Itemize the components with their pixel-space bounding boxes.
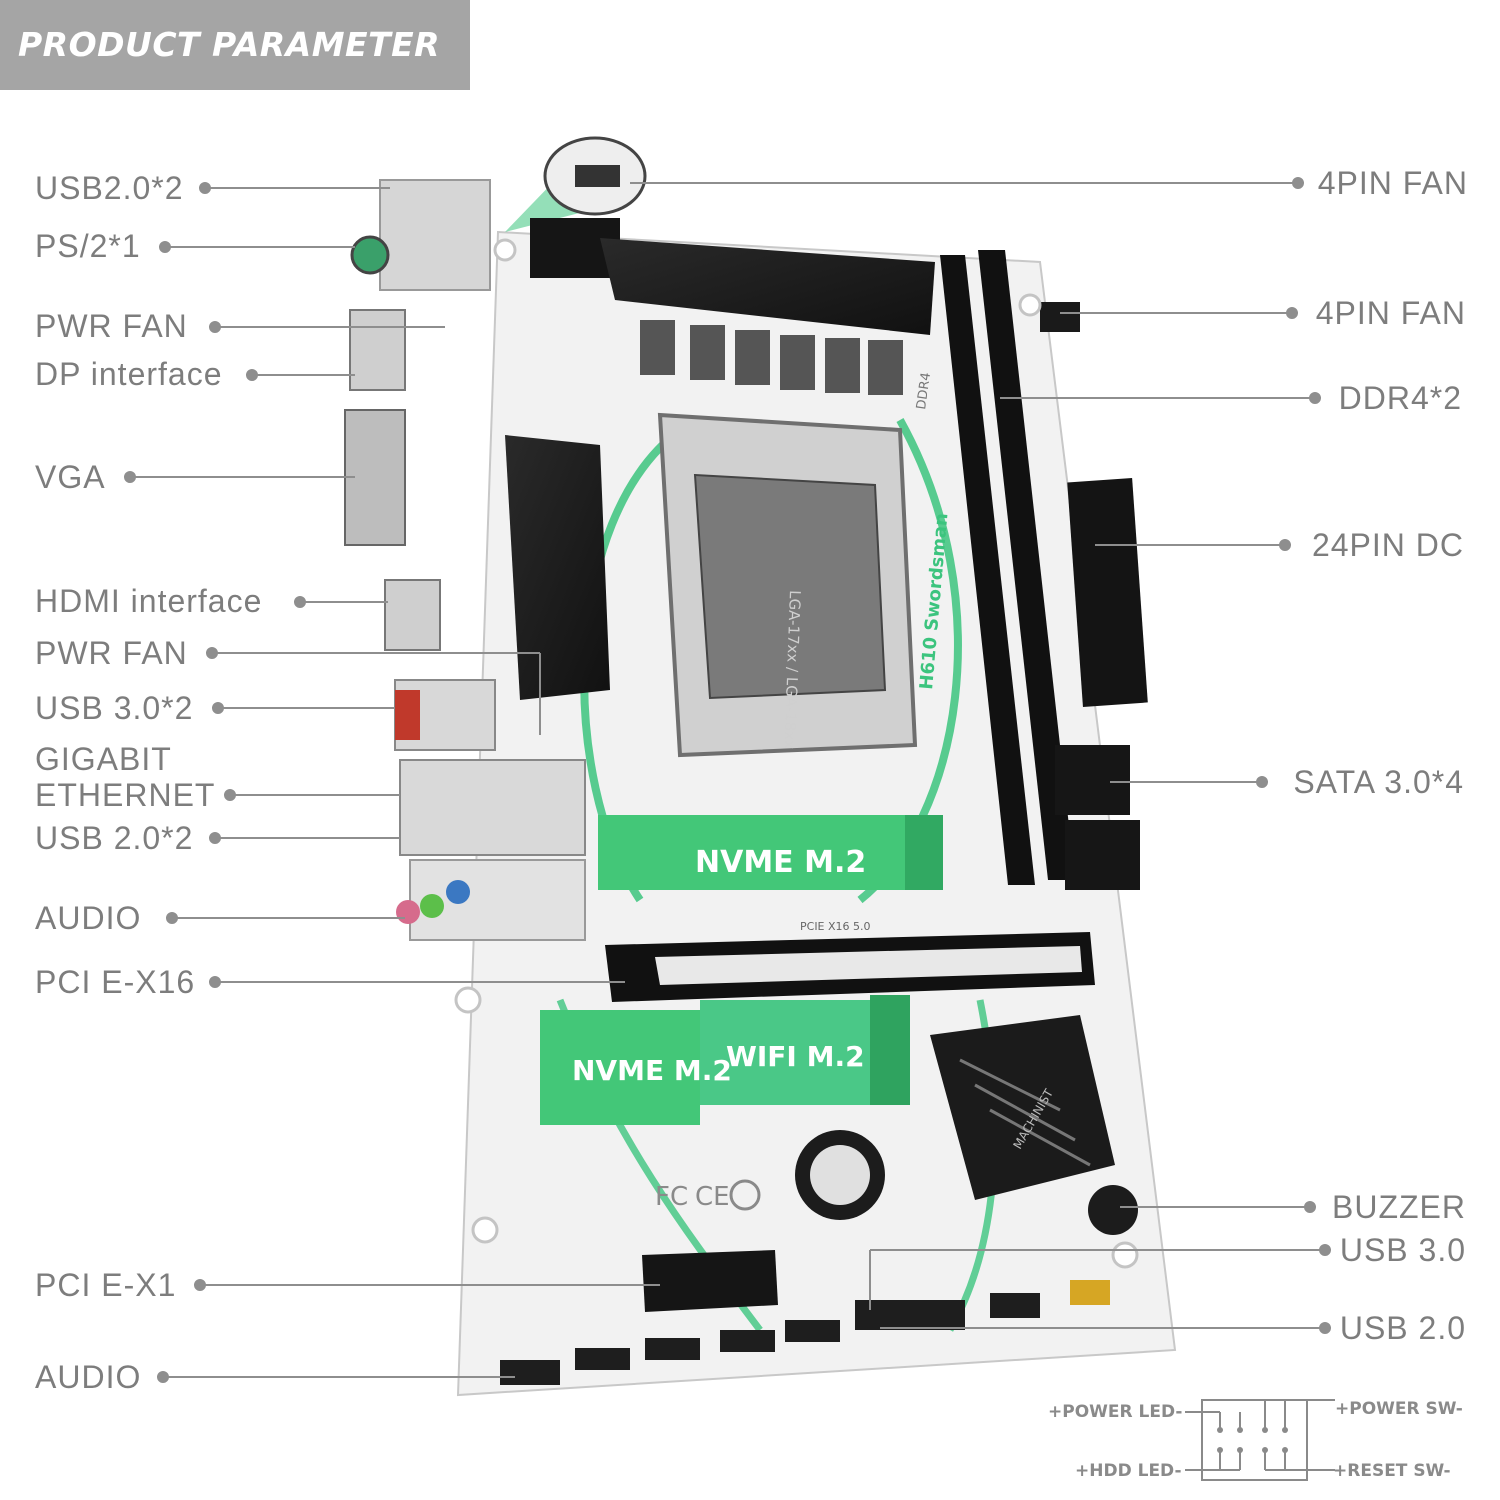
- label-usb3-header: USB 3.0: [1339, 1232, 1466, 1268]
- svg-text:FC: FC: [655, 1182, 688, 1212]
- label-buzzer: BUZZER: [1332, 1189, 1466, 1225]
- hdmi-port: [384, 579, 441, 651]
- sata-upper: [1055, 745, 1130, 815]
- audio-header: [500, 1360, 560, 1385]
- fp-reset-sw: +RESET SW-: [1333, 1461, 1451, 1481]
- sata-lower: [1065, 820, 1140, 890]
- pcie-x1-slot: [642, 1250, 778, 1312]
- atx-24pin: [1067, 477, 1148, 707]
- vrm-heatsink-top: [600, 238, 935, 335]
- m2-top-slot: [598, 815, 943, 890]
- usb2-header: [990, 1293, 1040, 1318]
- usb3-header: [855, 1300, 965, 1330]
- cpu-socket-cover: [693, 473, 887, 700]
- m2-bottom-wifi-label: WIFI M.2: [726, 1040, 865, 1073]
- io-usb2-stack: [379, 179, 491, 291]
- label-pwr-fan-mid: PWR FAN: [35, 635, 188, 671]
- svg-text:PCIE X16 5.0: PCIE X16 5.0: [800, 920, 871, 933]
- ddr4-slot-a: [940, 255, 1035, 885]
- label-audio-front: AUDIO: [35, 1359, 142, 1395]
- m2-bottom-nvme-label: NVME M.2: [572, 1054, 732, 1087]
- label-4pin-fan-top: 4PIN FAN: [1317, 165, 1468, 201]
- label-vga: VGA: [35, 459, 106, 495]
- usb3-port-red: [395, 690, 420, 740]
- label-gigabit: GIGABIT: [35, 741, 172, 777]
- label-sata: SATA 3.0*4: [1293, 764, 1464, 800]
- label-ddr4: DDR4*2: [1338, 380, 1462, 416]
- front-panel-diagram: [1185, 1399, 1335, 1481]
- label-usb2x2: USB2.0*2: [35, 170, 184, 206]
- vrm-heatsink-left: [505, 435, 610, 700]
- fp-hdd-led: +HDD LED-: [1075, 1461, 1182, 1481]
- audio-jack-pink: [396, 900, 420, 924]
- audio-jack-green: [420, 894, 444, 918]
- svg-text:CE: CE: [695, 1182, 730, 1212]
- page-title: PRODUCT PARAMETER: [0, 0, 470, 90]
- label-4pin-fan-cpu: 4PIN FAN: [1315, 295, 1466, 331]
- label-usb2-header: USB 2.0: [1339, 1310, 1466, 1346]
- label-pwr-fan-top: PWR FAN: [35, 308, 188, 344]
- label-hdmi-interface: HDMI interface: [35, 583, 263, 619]
- label-pcie-x1: PCI E-X1: [35, 1267, 177, 1303]
- audio-jack-blue: [446, 880, 470, 904]
- label-ethernet: ETHERNET: [35, 777, 216, 813]
- label-24pin-dc: 24PIN DC: [1311, 527, 1464, 563]
- label-ps2: PS/2*1: [35, 228, 141, 264]
- m2-top-label: NVME M.2: [695, 845, 866, 880]
- label-pcie-x16: PCI E-X16: [35, 964, 196, 1000]
- ps2-port: [350, 235, 390, 275]
- ddr4-slot-b: [978, 250, 1075, 880]
- label-dp-interface: DP interface: [35, 356, 223, 392]
- fp-power-led: +POWER LED-: [1048, 1402, 1183, 1422]
- label-audio-rear: AUDIO: [35, 900, 142, 936]
- ethernet-port: [399, 759, 586, 856]
- label-usb3x2: USB 3.0*2: [35, 690, 194, 726]
- svg-text:DDR4: DDR4: [914, 372, 934, 411]
- cpu-fan-header: [1040, 302, 1080, 332]
- dp-port: [349, 309, 406, 391]
- svg-text:LGA-17xx / LGA-18xx: LGA-17xx / LGA-18xx: [780, 590, 804, 750]
- m2-bottom-nvme: [540, 1010, 700, 1125]
- fp-power-sw: +POWER SW-: [1335, 1399, 1463, 1419]
- buzzer: [1088, 1185, 1138, 1235]
- label-usb2x2-lower: USB 2.0*2: [35, 820, 194, 856]
- vrm-chokes: [640, 320, 903, 395]
